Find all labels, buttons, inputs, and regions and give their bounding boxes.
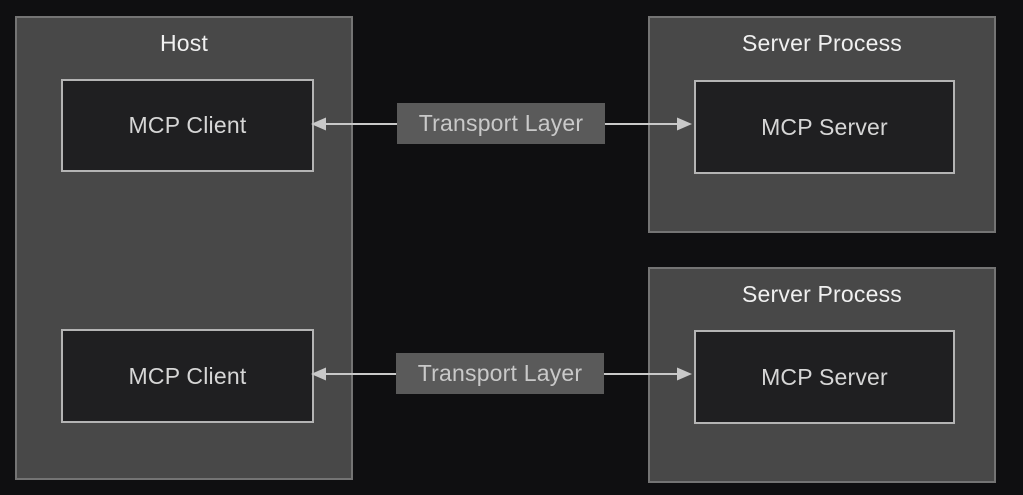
mcp-client-box-2: MCP Client (61, 329, 314, 423)
transport-layer-label-1: Transport Layer (397, 103, 605, 144)
transport-layer-label-2: Transport Layer (396, 353, 604, 394)
mcp-client-box-1: MCP Client (61, 79, 314, 172)
server-process-title-2: Server Process (741, 281, 902, 307)
mcp-client-label-1: MCP Client (128, 112, 247, 138)
mcp-client-label-2: MCP Client (128, 362, 247, 389)
mcp-server-box-1: MCP Server (694, 80, 955, 174)
host-title: Host (159, 30, 209, 56)
transport-layer-text-2: Transport Layer (417, 360, 583, 386)
mcp-server-box-2: MCP Server (694, 330, 955, 424)
transport-layer-text-1: Transport Layer (418, 110, 584, 136)
host-container: Host MCP Client MCP Client (15, 16, 353, 480)
server-process-container-1: Server Process MCP Server (648, 16, 996, 233)
mcp-server-label-2: MCP Server (761, 363, 888, 390)
server-process-container-2: Server Process MCP Server (648, 267, 996, 483)
mcp-server-label-1: MCP Server (761, 113, 888, 140)
server-process-title-1: Server Process (741, 30, 902, 56)
